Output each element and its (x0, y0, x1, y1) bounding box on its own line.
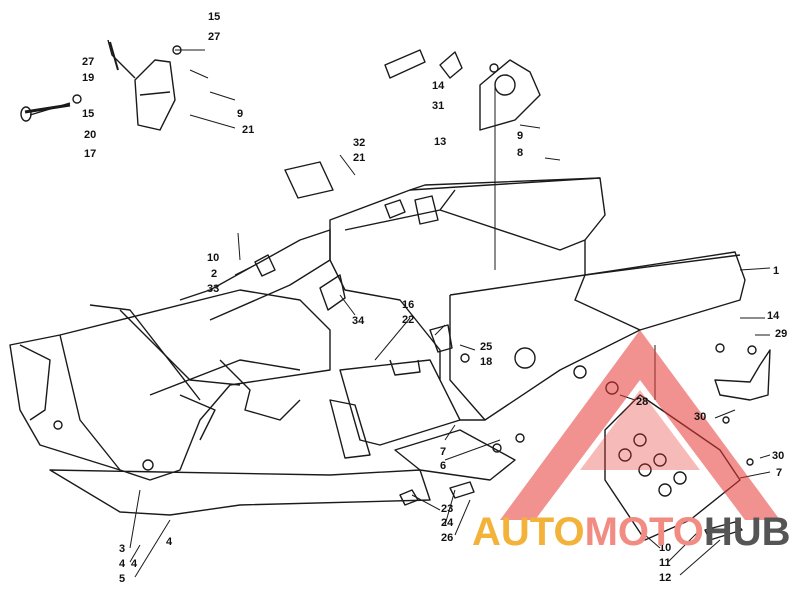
callout-12: 12 (659, 572, 672, 584)
hitch-bar (704, 521, 743, 541)
watermark-text: AUTOMOTOHUB (472, 512, 791, 552)
leader-lines (129, 49, 771, 578)
callout-26: 26 (441, 532, 454, 544)
lower-plate (394, 429, 516, 481)
skid-plate (49, 469, 431, 516)
callout-9: 9 (517, 130, 524, 142)
main-frame-tunnel (329, 177, 746, 421)
callout-17: 17 (84, 148, 97, 160)
callout-7: 7 (776, 467, 783, 479)
callout-34: 34 (352, 315, 365, 327)
callout-4: 4 (119, 558, 126, 570)
callout-3: 3 (119, 543, 126, 555)
callout-15: 15 (82, 108, 95, 120)
callout-10: 10 (207, 252, 220, 264)
callout-9: 9 (237, 108, 244, 120)
callout-33: 33 (207, 283, 220, 295)
upper-mount-bracket (384, 49, 541, 131)
callout-4: 4 (131, 558, 138, 570)
rear-skid-guard (604, 394, 741, 541)
callout-29: 29 (775, 328, 788, 340)
clamp-33 (254, 254, 276, 277)
watermark-hub: HUB (703, 510, 791, 554)
callout-27: 27 (82, 56, 95, 68)
callout-21: 21 (242, 124, 255, 136)
hardware-bolts (20, 41, 757, 506)
callout-24: 24 (441, 517, 454, 529)
callout-10: 10 (659, 542, 672, 554)
callout-2: 2 (211, 268, 218, 280)
callout-13: 13 (434, 136, 447, 148)
callout-15: 15 (208, 11, 221, 23)
callout-21: 21 (353, 152, 366, 164)
callout-23: 23 (441, 503, 454, 515)
plate-32 (284, 161, 334, 199)
callout-19: 19 (82, 72, 95, 84)
front-frame-bulkhead (9, 289, 331, 481)
callout-31: 31 (432, 100, 445, 112)
bracket-34 (319, 274, 346, 311)
callout-22: 22 (402, 314, 415, 326)
watermark-logo (500, 330, 780, 520)
watermark-auto: AUTO (472, 510, 585, 554)
callout-14: 14 (767, 310, 780, 322)
belly-pan (329, 359, 461, 459)
callout-1: 1 (773, 265, 780, 277)
callout-4: 4 (166, 536, 173, 548)
callout-18: 18 (480, 356, 493, 368)
left-side-rail (179, 229, 331, 321)
callout-11: 11 (659, 557, 671, 569)
callout-30: 30 (772, 450, 785, 462)
watermark-moto: MOTO (584, 510, 704, 554)
callout-25: 25 (480, 341, 493, 353)
hook-bracket (714, 349, 771, 401)
callout-14: 14 (432, 80, 445, 92)
bracket-16 (429, 324, 453, 353)
tunnel-bracket-right (414, 195, 439, 225)
steering-bracket (29, 39, 176, 131)
callout-7: 7 (440, 446, 447, 458)
callout-27: 27 (208, 31, 221, 43)
callout-28: 28 (636, 396, 649, 408)
callout-30: 30 (694, 411, 707, 423)
callout-5: 5 (119, 573, 126, 585)
callout-16: 16 (402, 299, 415, 311)
callout-20: 20 (84, 129, 97, 141)
callout-32: 32 (353, 137, 366, 149)
callout-6: 6 (440, 460, 447, 472)
tunnel-bracket-left (384, 199, 406, 219)
callout-8: 8 (517, 147, 524, 159)
